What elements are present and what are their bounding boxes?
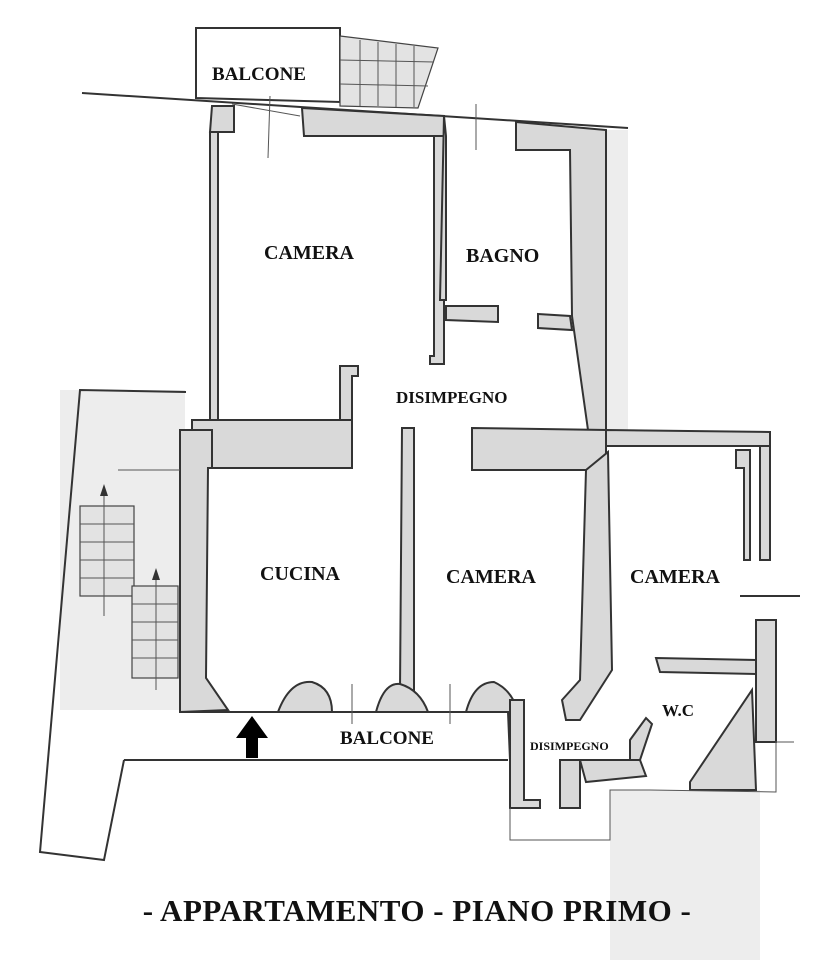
label-disimpegno-main: DISIMPEGNO [396,388,507,407]
walls [179,105,777,809]
staircase-icon [79,469,180,690]
label-camera-center: CAMERA [446,566,537,588]
label-cucina: CUCINA [260,563,341,585]
label-disimpegno-small: DISIMPEGNO [530,739,609,753]
label-camera-right: CAMERA [630,566,721,588]
entrance-arrow-icon [236,716,268,758]
perimeter-lines [38,95,800,862]
label-wc: W.C [662,701,694,720]
label-bagno: BAGNO [466,245,539,267]
label-balcone-bottom: BALCONE [340,728,434,749]
label-camera-top: CAMERA [264,242,355,264]
balcony-top [195,27,439,109]
label-balcone-top: BALCONE [212,64,306,85]
plan-title: - APPARTAMENTO - PIANO PRIMO - [142,893,692,928]
